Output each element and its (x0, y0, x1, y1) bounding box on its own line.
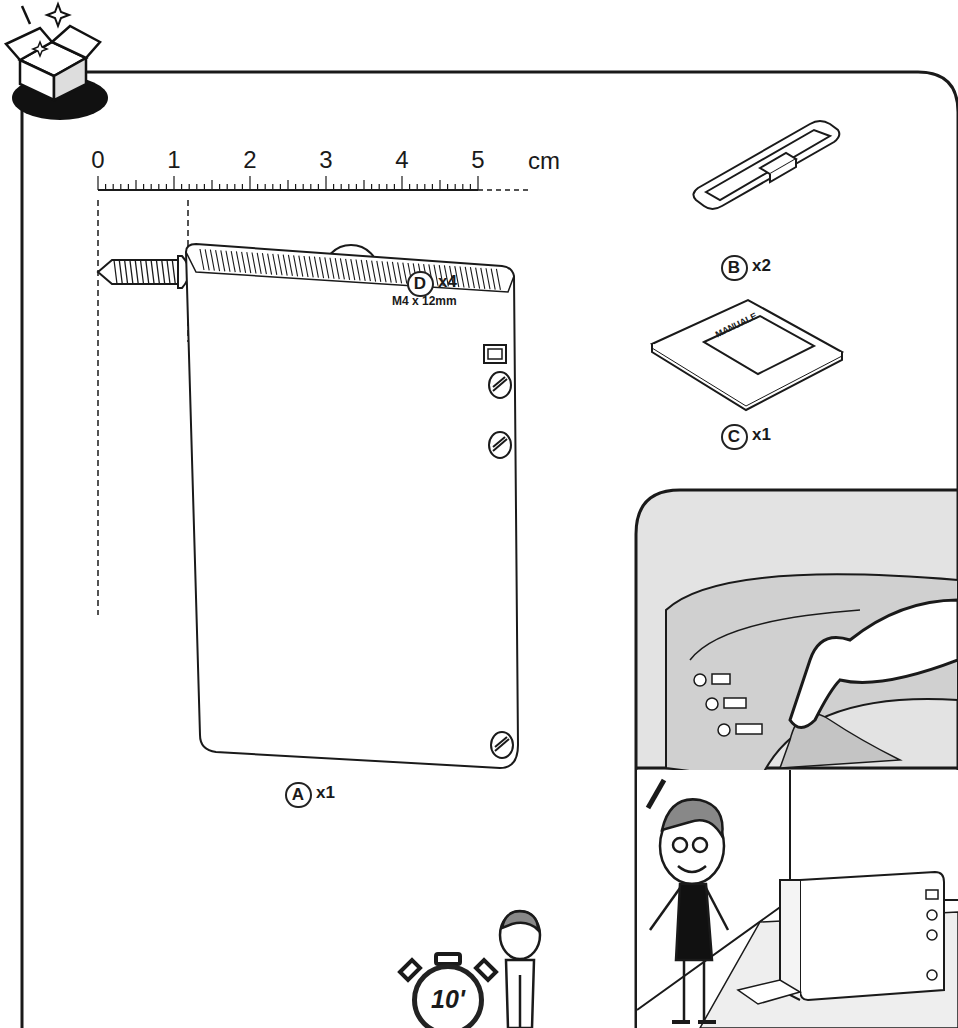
ruler-number: 4 (395, 147, 408, 173)
part-letter: D (414, 275, 426, 294)
ruler-number: 1 (167, 147, 180, 173)
unit-label: cm (528, 148, 560, 174)
part-callout: D (407, 271, 434, 297)
timer-circle: 10' (412, 964, 484, 1028)
quantity-label: x1 (752, 426, 771, 445)
part-letter: C (728, 428, 740, 447)
quantity-label: x1 (316, 784, 335, 803)
character-figure (500, 911, 540, 1028)
ruler-number: 3 (319, 147, 332, 173)
bracket-drawing (693, 121, 839, 209)
part-letter: A (292, 786, 304, 805)
inset-panel (636, 490, 958, 1028)
part-callout: B (721, 255, 748, 281)
page-frame (22, 72, 958, 1028)
time-label: 10' (431, 986, 465, 1014)
ruler-scale (98, 176, 532, 190)
manual-title: MANUALE (714, 312, 759, 341)
screw-drawing (98, 256, 189, 288)
ruler-number: 2 (243, 147, 256, 173)
heater-drawing (186, 244, 518, 768)
manual-drawing (652, 300, 842, 410)
screw-size-label: M4 x 12mm (392, 295, 457, 308)
ruler-number: 0 (91, 147, 104, 173)
quantity-label: x4 (438, 273, 457, 292)
open-box-icon (6, 4, 108, 120)
ruler-number: 5 (471, 147, 484, 173)
part-callout: A (285, 782, 312, 808)
part-letter: B (728, 259, 740, 278)
part-callout: C (721, 424, 748, 450)
quantity-label: x2 (752, 257, 771, 276)
dimension-line (97, 200, 99, 615)
